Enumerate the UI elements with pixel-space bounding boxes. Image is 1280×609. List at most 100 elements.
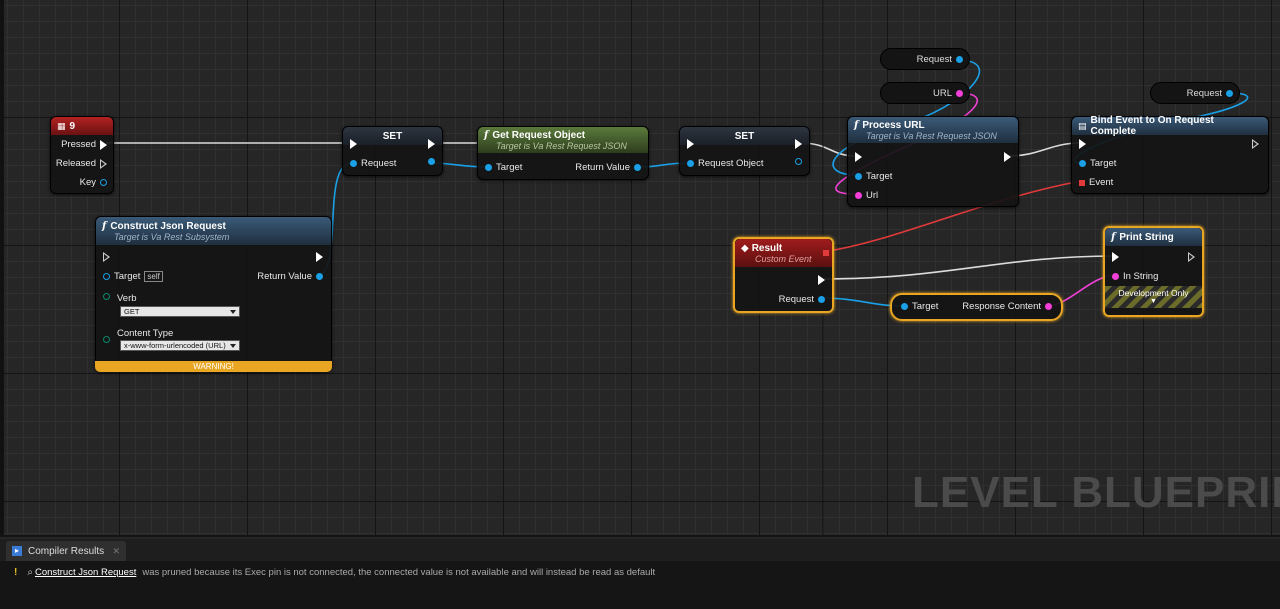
tab-bar: ▸ Compiler Results ✕: [0, 539, 1280, 561]
exec-in-pin[interactable]: [855, 152, 862, 162]
exec-in-pin[interactable]: [1112, 252, 1119, 262]
url-pin[interactable]: Url: [855, 190, 878, 201]
node-link[interactable]: Construct Json Request: [34, 567, 137, 578]
string-pin-icon: [1045, 303, 1052, 310]
exec-in-pin[interactable]: [103, 252, 110, 262]
exec-in-pin[interactable]: [350, 139, 357, 149]
exec-out-pin[interactable]: [1188, 252, 1195, 262]
set-request-node[interactable]: SET Request: [342, 126, 443, 176]
exec-out-pin[interactable]: [428, 139, 435, 149]
exec-out-pin[interactable]: [1252, 139, 1259, 149]
string-pin-icon: [855, 192, 862, 199]
exec-pin-icon: [1188, 252, 1195, 262]
request-pin[interactable]: Request: [779, 294, 825, 305]
exec-out-pin[interactable]: [795, 139, 802, 149]
close-icon[interactable]: ✕: [112, 545, 120, 556]
request-object-out-pin[interactable]: [795, 158, 802, 165]
target-pin[interactable]: Target: [855, 171, 892, 182]
target-pin[interactable]: Target: [1079, 158, 1116, 169]
request-out-pin[interactable]: [428, 158, 435, 165]
exec-out-pin[interactable]: [1004, 152, 1011, 162]
chevron-down-icon[interactable]: ▼: [1150, 298, 1157, 305]
return-value-pin[interactable]: Return Value: [257, 271, 323, 282]
enum-pin-icon: [103, 336, 110, 343]
pin-label: Target: [912, 301, 939, 312]
exec-pin-icon: [1079, 139, 1086, 149]
exec-pin-icon: [687, 139, 694, 149]
object-pin-icon: [485, 164, 492, 171]
verb-pin[interactable]: [103, 293, 110, 300]
exec-out-pin[interactable]: [818, 275, 825, 285]
exec-out-pin[interactable]: [316, 252, 323, 262]
request-object-pin[interactable]: Request Object: [687, 158, 763, 169]
function-icon: f: [484, 129, 489, 141]
pin-label: Response Content: [962, 301, 1041, 312]
in-string-pin[interactable]: In String: [1112, 271, 1158, 282]
exec-pin-icon: [1112, 252, 1119, 262]
bind-event-node[interactable]: ▤ Bind Event to On Request Complete Targ…: [1071, 115, 1269, 194]
node-header: ▦ 9: [51, 117, 113, 135]
node-header: ▤ Bind Event to On Request Complete: [1072, 115, 1268, 137]
tab-compiler-results[interactable]: ▸ Compiler Results ✕: [6, 541, 126, 561]
object-pin-icon: [795, 158, 802, 165]
target-pin[interactable]: Target: [485, 162, 522, 173]
released-pin[interactable]: Released: [56, 158, 107, 169]
delegate-pin-icon: [1079, 179, 1085, 186]
pin-label: Url: [866, 190, 879, 201]
url-variable-getter[interactable]: URL: [880, 82, 970, 104]
exec-pin-icon: [795, 139, 802, 149]
set-request-object-node[interactable]: SET Request Object: [679, 126, 810, 176]
pin-label: Return Value: [257, 271, 312, 282]
pin-label: Pressed: [61, 139, 96, 150]
verb-label: Verb: [117, 293, 137, 304]
delegate-out-pin[interactable]: [823, 250, 829, 256]
return-value-pin[interactable]: Return Value: [575, 162, 641, 173]
pin-label: Key: [79, 177, 96, 188]
node-title: Get Request Object: [492, 129, 586, 141]
key-9-event-node[interactable]: ▦ 9 Pressed Released Key: [50, 116, 114, 194]
node-subtitle: Target is Va Rest Request JSON: [866, 130, 997, 141]
target-pin[interactable]: Target: [901, 301, 938, 312]
object-pin-icon: [350, 160, 357, 167]
exec-pin-icon: [1004, 152, 1011, 162]
request-variable-getter-2[interactable]: Request: [1150, 82, 1240, 104]
result-custom-event-node[interactable]: ◆Result Custom Event Request: [733, 237, 834, 313]
pin-label: Event: [1089, 177, 1114, 188]
message-text: was pruned because its Exec pin is not c…: [142, 567, 656, 578]
variable-label: Request: [916, 53, 952, 65]
get-response-content-node[interactable]: Target Response Content: [890, 293, 1063, 321]
node-subtitle: Target is Va Rest Request JSON: [496, 140, 627, 151]
object-pin-icon: [103, 273, 110, 280]
content-type-pin[interactable]: [103, 336, 110, 343]
object-pin-icon: [818, 296, 825, 303]
pin-label: Request Object: [698, 158, 764, 169]
event-icon: ◆: [741, 242, 749, 254]
content-type-label: Content Type: [117, 328, 174, 339]
pressed-pin[interactable]: Pressed: [61, 139, 107, 150]
event-pin[interactable]: Event: [1079, 177, 1113, 188]
chevron-down-icon: [230, 344, 236, 348]
content-type-dropdown[interactable]: x-www-form-urlencoded (URL): [120, 340, 240, 351]
node-header: SET: [680, 127, 809, 145]
response-content-pin[interactable]: Response Content: [962, 301, 1052, 312]
request-pin[interactable]: Request: [350, 158, 396, 169]
request-variable-getter[interactable]: Request: [880, 48, 970, 70]
exec-in-pin[interactable]: [687, 139, 694, 149]
compiler-message-list: ! ⌕ Construct Json Request was pruned be…: [0, 561, 1280, 609]
object-pin-icon: [428, 158, 435, 165]
verb-dropdown[interactable]: GET: [120, 306, 240, 317]
exec-in-pin[interactable]: [1079, 139, 1086, 149]
pin-label: Target: [866, 171, 893, 182]
node-subtitle: Target is Va Rest Subsystem: [114, 231, 230, 242]
node-title: Process URL: [862, 119, 925, 131]
key-pin[interactable]: Key: [80, 177, 107, 188]
